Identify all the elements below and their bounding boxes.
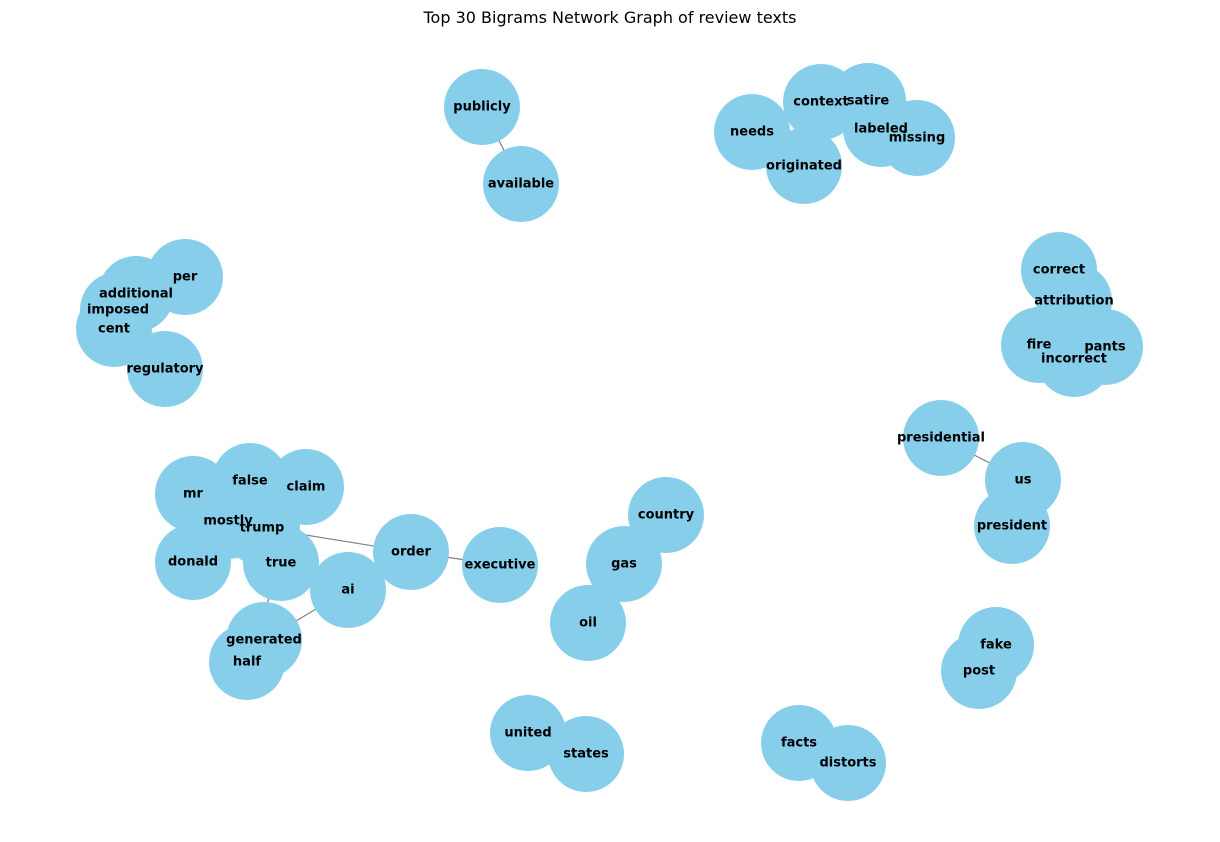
node-ai [310,552,386,628]
node-label-context: context [793,95,849,110]
node-label-mostly: mostly [203,514,253,529]
node-label-true: true [266,556,297,571]
node-label-incorrect: incorrect [1041,352,1107,367]
node-true [243,525,319,601]
node-label-trump: trump [240,521,285,536]
node-regulatory [127,331,203,407]
node-label-correct: correct [1033,263,1085,278]
node-label-states: states [563,747,609,762]
node-oil [550,585,626,661]
node-label-pants: pants [1084,340,1126,355]
node-label-labeled: labeled [854,122,908,137]
node-united [490,695,566,771]
node-label-imposed: imposed [87,303,149,318]
node-available [483,146,559,222]
node-label-half: half [233,655,261,670]
node-label-oil: oil [579,616,597,631]
node-states [548,716,624,792]
node-half [209,624,285,700]
graph-title: Top 30 Bigrams Network Graph of review t… [423,8,797,27]
node-label-satire: satire [847,94,890,109]
node-label-false: false [232,474,268,489]
node-executive [462,527,538,603]
node-label-generated: generated [226,633,302,648]
node-label-fire: fire [1027,338,1052,353]
node-label-gas: gas [611,557,637,572]
node-label-united: united [504,726,551,741]
node-label-missing: missing [889,131,946,146]
node-missing [879,100,955,176]
node-originated [766,128,842,204]
nodes-layer [76,63,1143,801]
node-label-cent: cent [98,322,130,337]
node-incorrect [1036,321,1112,397]
node-presidential [903,400,979,476]
node-distorts [810,725,886,801]
node-order [373,514,449,590]
node-label-available: available [488,177,554,192]
node-label-distorts: distorts [819,756,876,771]
node-label-country: country [638,508,695,523]
node-label-per: per [173,270,198,285]
node-label-executive: executive [465,558,536,573]
node-label-publicly: publicly [453,100,511,115]
node-gas [586,526,662,602]
node-label-fake: fake [980,638,1012,653]
node-post [941,633,1017,709]
node-label-us: us [1015,473,1032,488]
node-label-president: president [977,519,1047,534]
node-label-attribution: attribution [1034,294,1114,309]
node-label-ai: ai [341,583,354,598]
node-label-originated: originated [766,159,842,174]
node-donald [155,524,231,600]
node-cent [76,291,152,367]
node-label-post: post [963,664,995,679]
node-label-additional: additional [99,287,173,302]
node-label-regulatory: regulatory [126,362,204,377]
node-president [974,488,1050,564]
node-publicly [444,69,520,145]
node-label-needs: needs [730,125,774,140]
node-label-mr: mr [183,487,204,502]
node-label-facts: facts [781,736,817,751]
node-label-claim: claim [287,480,326,495]
node-label-presidential: presidential [897,431,985,446]
node-label-order: order [391,545,431,560]
node-label-donald: donald [168,555,218,570]
